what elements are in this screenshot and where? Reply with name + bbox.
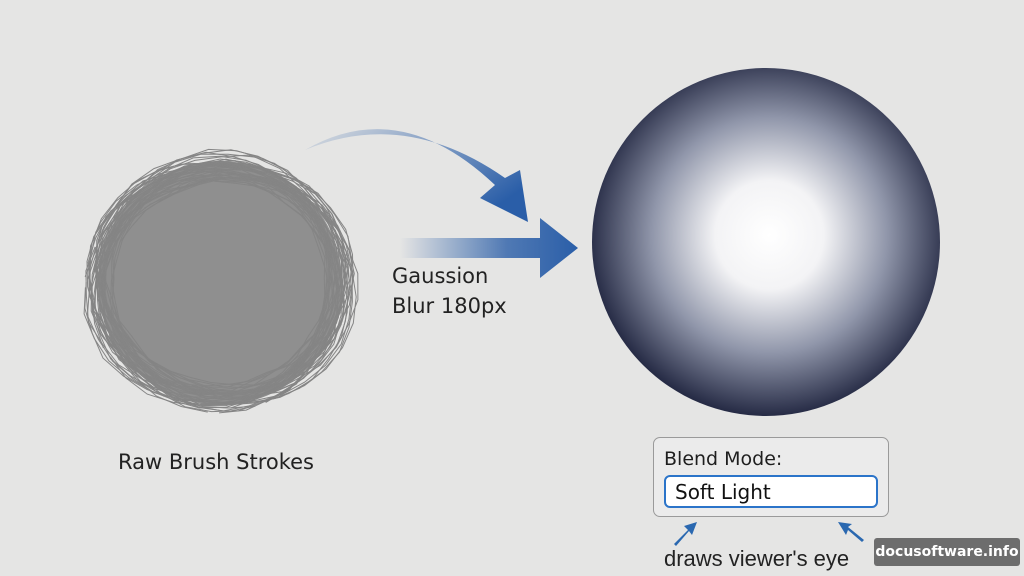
straight-arrow [400, 218, 578, 278]
brush-stroke [90, 158, 345, 400]
curved-arrow [305, 129, 528, 222]
pointer-arrows [674, 522, 864, 546]
brush-stroke [110, 170, 338, 387]
brush-stroke [112, 177, 338, 395]
blend-mode-select[interactable]: Soft Light [664, 475, 878, 508]
blend-mode-panel: Blend Mode: Soft Light [653, 437, 889, 517]
brush-stroke [96, 168, 335, 399]
brush-stroke [102, 178, 331, 396]
brush-stroke [101, 169, 349, 402]
brush-stroke [97, 164, 340, 395]
brush-stroke [96, 166, 353, 409]
process-label-line2: Blur 180px [392, 294, 507, 318]
watermark: docusoftware.info [874, 538, 1020, 566]
brush-stroke [95, 174, 341, 405]
caption: draws viewer's eye [664, 546, 850, 571]
blend-mode-label: Blend Mode: [664, 448, 783, 470]
brush-stroke [98, 176, 332, 395]
brush-strokes-scribble [83, 148, 359, 414]
process-label-line1: Gaussion [392, 264, 489, 288]
brush-stroke [89, 158, 343, 401]
brush-stroke [83, 149, 357, 406]
brush-stroke [100, 176, 338, 401]
blurred-sphere [592, 68, 940, 416]
brush-stroke [111, 180, 339, 396]
raw-brush-strokes-label: Raw Brush Strokes [118, 450, 314, 474]
brush-stroke [87, 166, 346, 409]
